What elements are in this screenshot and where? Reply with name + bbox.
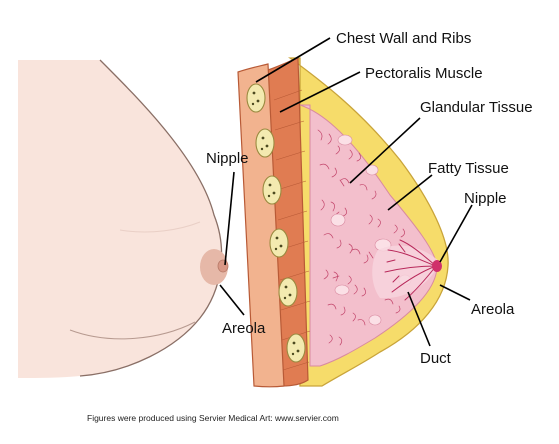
label-chest-wall-ribs: Chest Wall and Ribs [336,30,471,47]
label-areola-front: Areola [222,320,266,337]
rib [269,228,289,258]
attribution-credit: Figures were produced using Servier Medi… [87,413,339,423]
leader-glandular [349,117,421,184]
breast-fold-line [69,321,196,340]
rib [262,175,282,205]
label-nipple-side: Nipple [464,190,507,207]
rib [278,277,298,307]
areola-shape [200,249,228,285]
leader-lines [219,37,473,347]
label-glandular-tissue: Glandular Tissue [420,99,533,116]
breast-fold-line [119,221,201,233]
ribs [246,83,306,363]
leader-areola-front [219,284,245,316]
leader-nipple-side [439,204,473,263]
leader-pectoralis [279,71,361,113]
nipple-tip [432,260,442,272]
leader-chest-wall [255,37,331,83]
rib [255,128,275,158]
frontal-breast-view [18,59,229,378]
leader-duct [407,291,431,347]
pectoralis-muscle [267,57,309,387]
gland-texture [317,129,405,346]
label-nipple-front: Nipple [206,150,249,167]
nipple-shape [217,259,229,273]
chest-wall [237,63,285,388]
label-pectoralis-muscle: Pectoralis Muscle [365,65,483,82]
label-duct: Duct [420,350,452,367]
breast-skin [18,60,222,378]
rib [246,83,266,113]
leader-areola-side [439,284,471,301]
areola-region [372,245,440,299]
rib [286,333,306,363]
leader-nipple-front [224,171,235,266]
label-fatty-tissue: Fatty Tissue [428,160,509,177]
label-areola-side: Areola [471,301,515,318]
labels: Chest Wall and Ribs Pectoralis Muscle Gl… [206,30,533,367]
leader-fatty [387,174,433,211]
cross-section-view [237,57,449,388]
